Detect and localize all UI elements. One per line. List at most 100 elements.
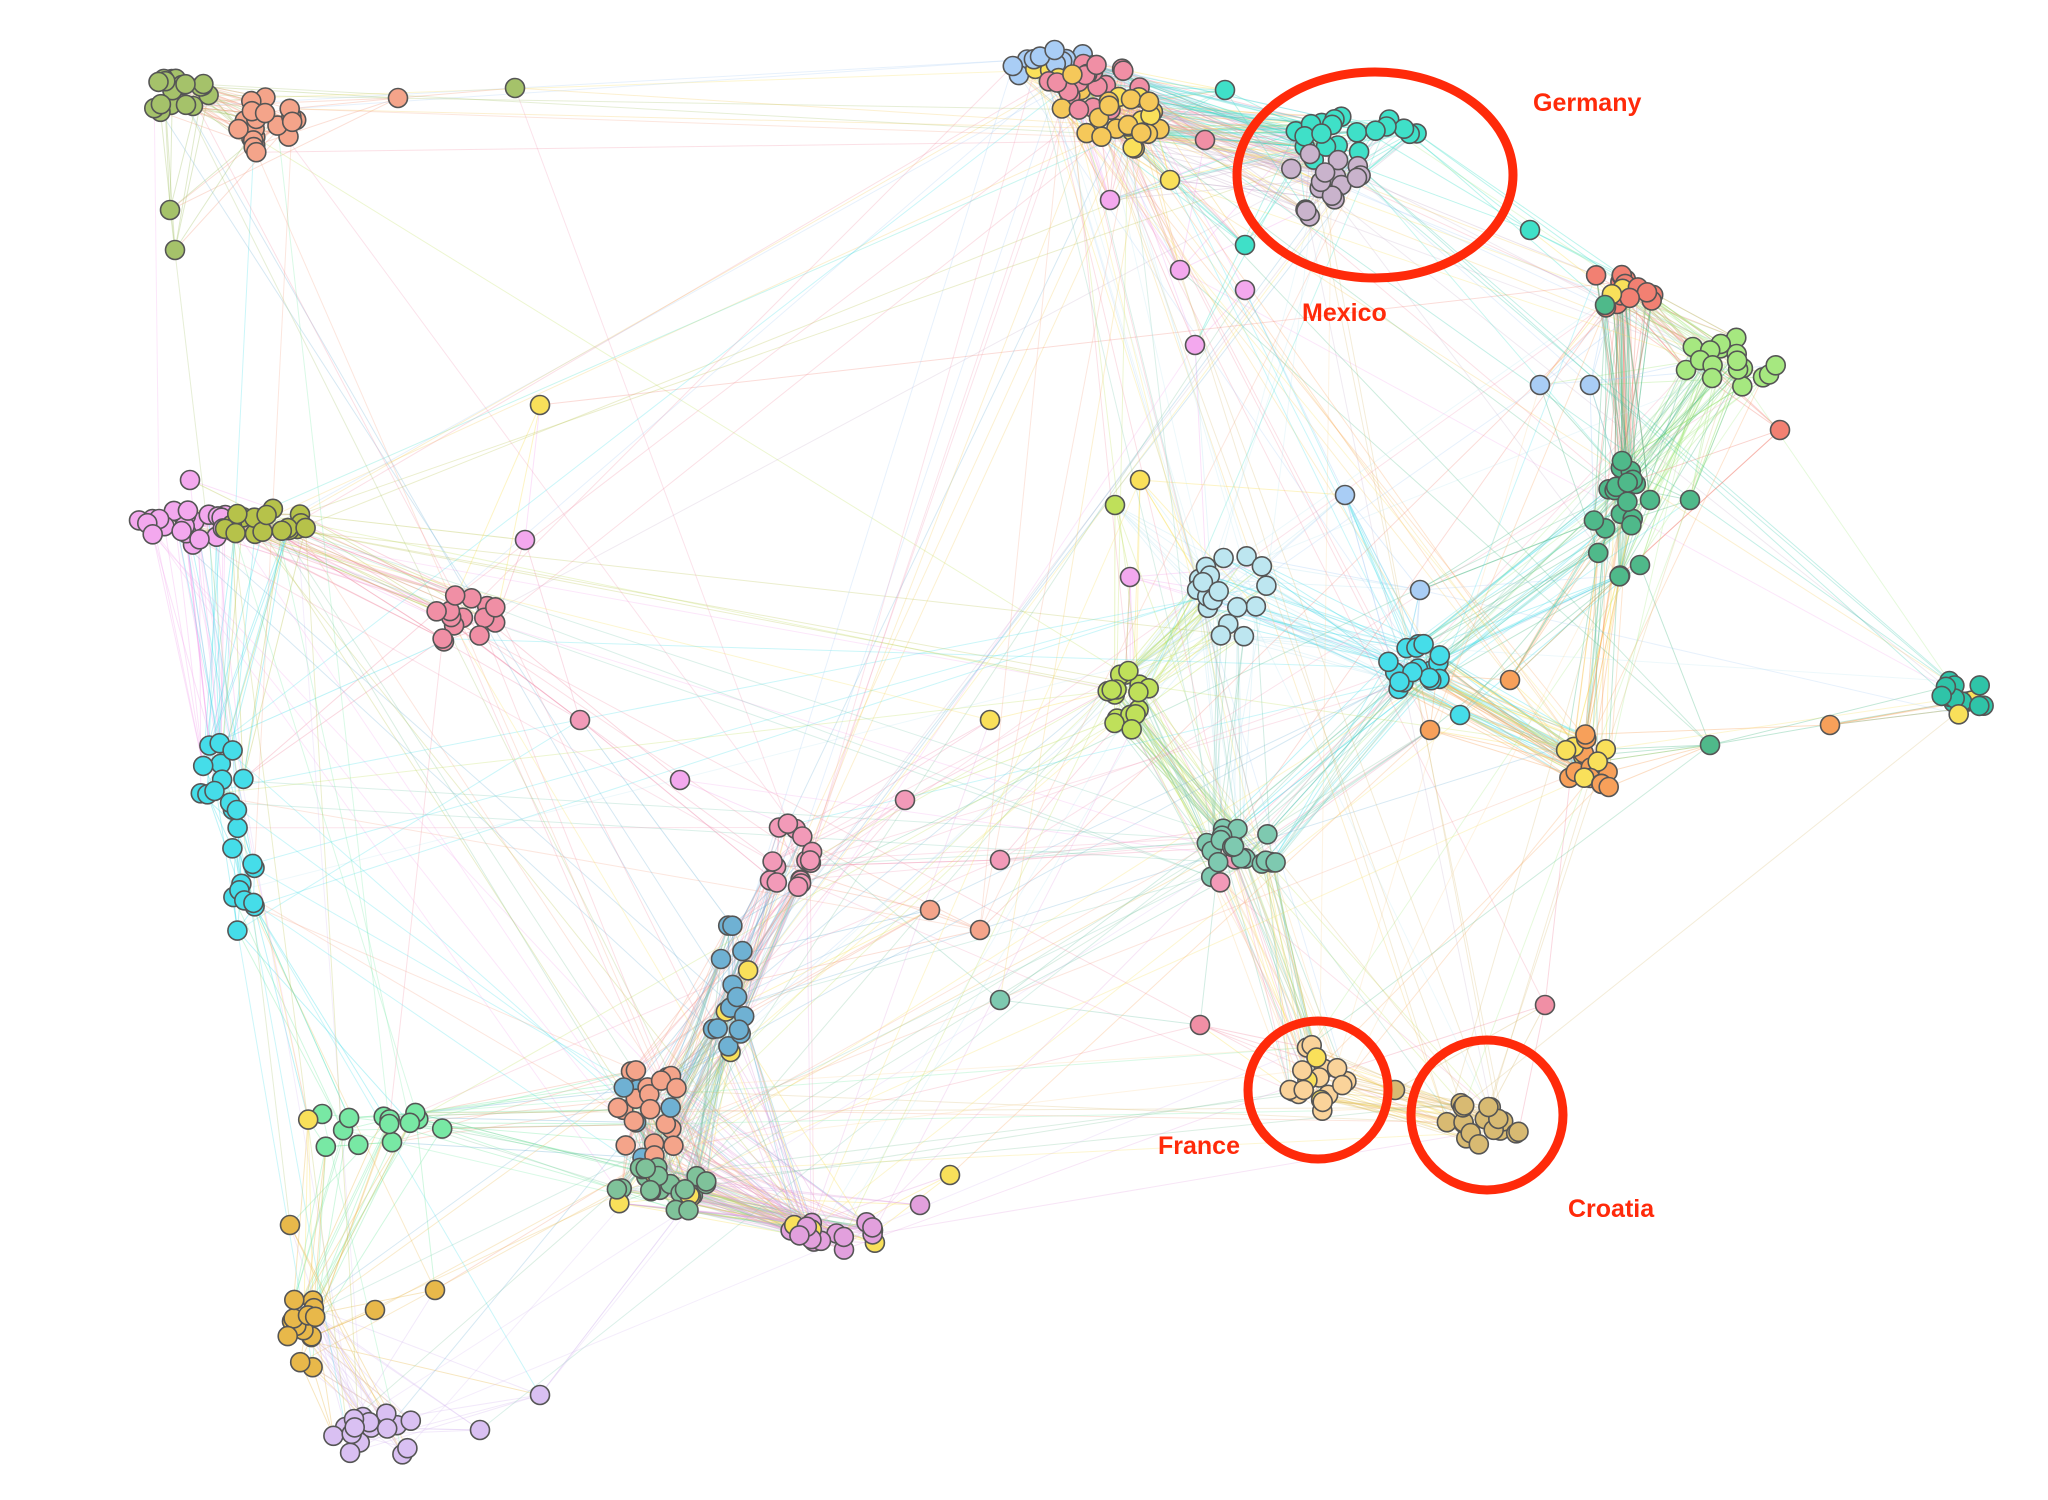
graph-node <box>732 940 753 962</box>
graph-node <box>1327 149 1349 171</box>
graph-node <box>150 93 172 115</box>
graph-node <box>226 799 248 821</box>
graph-node <box>529 1384 551 1406</box>
graph-node <box>1294 126 1315 147</box>
graph-node <box>1131 122 1152 144</box>
graph-node <box>171 520 192 542</box>
graph-node <box>1120 88 1142 110</box>
graph-node <box>1969 695 1990 717</box>
graph-node <box>969 919 991 941</box>
graph-node <box>177 500 199 521</box>
graph-node <box>1099 189 1121 211</box>
graph-node <box>193 73 214 95</box>
graph-node <box>791 826 813 847</box>
graph-node <box>666 1077 687 1099</box>
graph-node <box>726 986 748 1008</box>
graph-node <box>639 1098 661 1120</box>
graph-node <box>1256 575 1277 597</box>
france-highlight: France <box>1158 1016 1393 1164</box>
graph-node <box>164 239 186 261</box>
graph-node <box>222 837 243 859</box>
graph-node <box>1579 374 1601 396</box>
graph-node <box>1306 1047 1327 1068</box>
graph-node <box>469 625 490 646</box>
graph-node <box>179 469 201 491</box>
graph-node <box>1468 1134 1490 1155</box>
graph-node <box>256 504 277 526</box>
graph-node <box>1086 54 1107 76</box>
mexico-highlight: Mexico <box>1302 299 1387 327</box>
graph-node <box>1293 1079 1314 1101</box>
graph-node <box>1265 852 1286 873</box>
graph-node <box>607 1097 629 1118</box>
graph-node <box>718 1036 739 1057</box>
graph-node <box>1214 79 1236 101</box>
graph-node <box>242 853 263 875</box>
graph-node <box>663 1135 684 1156</box>
graph-node <box>1129 469 1151 491</box>
graph-node <box>1044 39 1065 61</box>
graph-node <box>1413 633 1434 655</box>
graph-node <box>1104 494 1126 516</box>
graph-node <box>1529 374 1551 396</box>
germany-label: Germany <box>1533 89 1641 117</box>
graph-node <box>1575 724 1596 745</box>
graph-node <box>227 817 248 839</box>
graph-node <box>1587 542 1609 564</box>
graph-node <box>283 1289 305 1311</box>
graph-node <box>606 1179 628 1200</box>
graph-node <box>1002 55 1024 77</box>
graph-node <box>894 789 916 811</box>
graph-node <box>344 1417 366 1438</box>
graph-node <box>397 1437 418 1459</box>
graph-node <box>529 394 551 416</box>
graph-node <box>222 740 243 761</box>
graph-node <box>1209 871 1231 893</box>
graph-node <box>710 948 732 970</box>
graph-node <box>569 709 591 731</box>
graph-node <box>1234 279 1256 301</box>
graph-node <box>227 920 248 941</box>
graph-node <box>252 521 273 543</box>
graph-node <box>1969 675 1990 696</box>
graph-node <box>1234 234 1256 256</box>
graph-node <box>1223 836 1245 857</box>
graph-node <box>400 1410 422 1431</box>
graph-node <box>1101 679 1122 701</box>
graph-node <box>1119 566 1141 588</box>
graph-node <box>1159 169 1181 191</box>
graph-node <box>1207 851 1229 873</box>
graph-node <box>766 872 788 893</box>
graph-node <box>142 523 163 545</box>
graph-node <box>295 517 316 539</box>
graph-node <box>514 529 536 551</box>
graph-node <box>799 850 821 871</box>
graph-node <box>431 1118 453 1139</box>
graph-node <box>1534 994 1556 1016</box>
graph-node <box>1679 489 1701 511</box>
graph-node <box>1312 1091 1333 1113</box>
croatia-highlight: Croatia <box>1406 1035 1655 1223</box>
croatia-label: Croatia <box>1568 1195 1655 1223</box>
graph-node <box>227 503 248 525</box>
france-highlight-ring <box>1243 1016 1393 1164</box>
graph-node <box>1732 375 1753 397</box>
node-layer <box>128 39 1994 1465</box>
graph-node <box>228 118 249 140</box>
graph-node <box>484 596 506 618</box>
graph-node <box>381 1131 403 1153</box>
graph-node <box>1236 545 1257 567</box>
graph-node <box>1118 660 1139 682</box>
graph-node <box>1453 1095 1475 1116</box>
graph-node <box>979 709 1001 731</box>
graph-node <box>1393 118 1415 139</box>
graph-node <box>1378 651 1399 673</box>
graph-node <box>1478 1096 1499 1118</box>
graph-node <box>189 528 210 550</box>
graph-node <box>1332 1074 1353 1096</box>
graph-node <box>1765 354 1786 376</box>
graph-node <box>504 77 526 99</box>
graph-node <box>1594 294 1616 316</box>
graph-node <box>1419 719 1441 741</box>
graph-node <box>728 1019 750 1040</box>
